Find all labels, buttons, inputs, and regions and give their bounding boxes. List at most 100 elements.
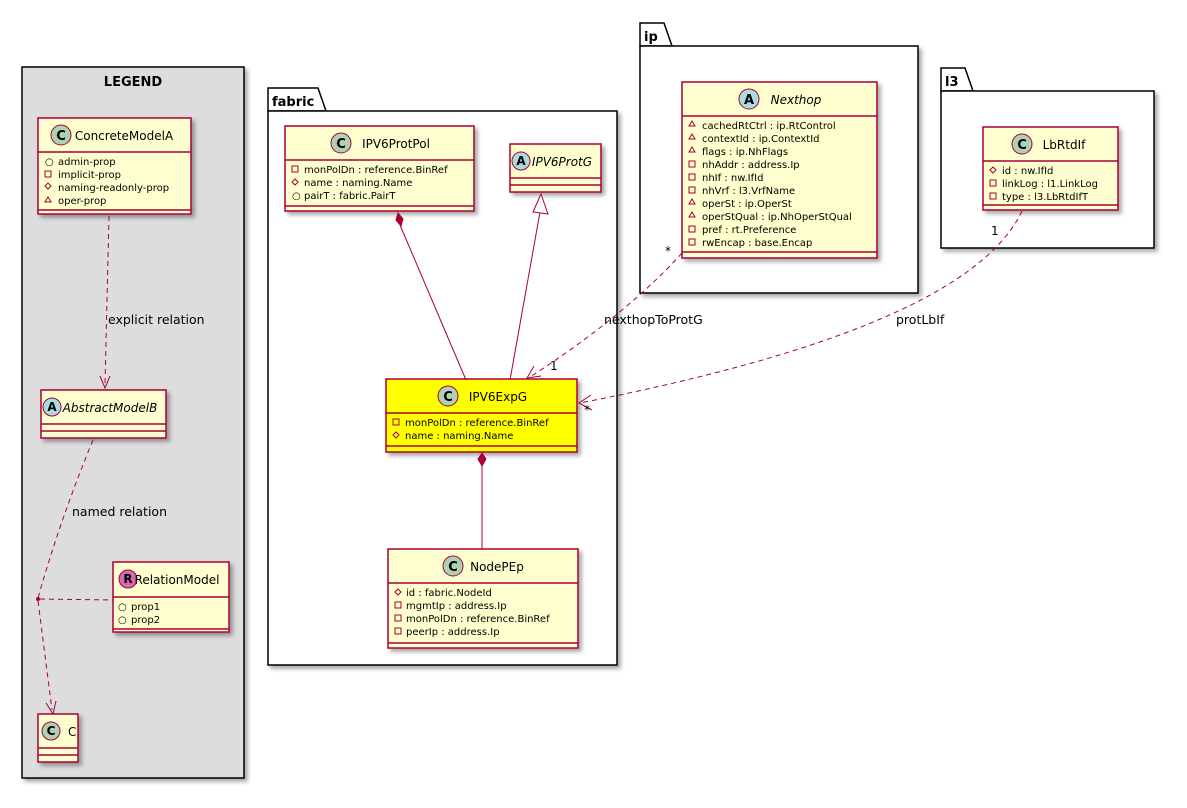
svg-text:C: C [1017, 138, 1027, 153]
svg-text:A: A [47, 400, 57, 414]
class-nodepep[interactable]: C NodePEp id : fabric.NodeId mgmtIp : ad… [387, 548, 579, 649]
class-name: Nexthop [771, 93, 822, 107]
attr: admin-prop [58, 157, 116, 168]
class-a-icon [738, 88, 760, 110]
named-relation-label: named relation [72, 504, 167, 519]
nexthoptoprotg-label: nexthopToProtG [604, 312, 703, 327]
class-lbrtdif[interactable]: C LbRtdIf id : nw.IfId linkLog : l1.Link… [982, 126, 1119, 211]
attr: name : naming.Name [304, 178, 412, 189]
svg-text:C: C [336, 137, 346, 152]
class-c-icon [330, 132, 352, 154]
class-name: ConcreteModelA [75, 129, 174, 143]
svg-text:C: C [443, 390, 453, 405]
private-icon [291, 165, 299, 173]
attr: cachedRtCtrl : ip.RtControl [702, 121, 836, 132]
class-name: RelationModel [135, 573, 220, 587]
class-name: LbRtdIf [1043, 138, 1087, 152]
svg-text:A: A [516, 154, 526, 168]
private-icon [394, 614, 402, 622]
attr: name : naming.Name [405, 431, 513, 442]
private-icon [688, 238, 696, 246]
svg-text:C: C [47, 724, 56, 738]
attr: id : nw.IfId [1002, 166, 1053, 177]
fabric-title: fabric [272, 95, 314, 110]
protected-icon [989, 166, 997, 174]
class-name: AbstractModelB [62, 401, 158, 415]
explicit-relation-edge: explicit relation [99, 215, 205, 390]
package-icon [688, 120, 696, 127]
attr: pref : rt.Preference [702, 225, 796, 236]
class-a-icon [42, 397, 62, 417]
class-ipv6protpol[interactable]: C IPV6ProtPol monPolDn : reference.BinRe… [284, 125, 475, 212]
attr: mgmtIp : address.Ip [406, 601, 507, 612]
attr: operSt : ip.OperSt [702, 199, 792, 210]
protlbif-edge: protLbIf 1 * [578, 210, 1023, 417]
svg-text:C: C [448, 560, 458, 575]
multiplicity: * [665, 244, 671, 258]
legend-title: LEGEND [104, 75, 163, 90]
protected-icon [392, 431, 400, 439]
private-icon [688, 186, 696, 194]
private-icon [688, 225, 696, 233]
attr: nhIf : nw.IfId [702, 173, 763, 184]
private-icon [688, 173, 696, 181]
attr: prop2 [131, 615, 160, 626]
attr: id : fabric.NodeId [406, 588, 492, 599]
svg-text:○: ○ [292, 191, 301, 202]
protected-icon [44, 182, 52, 190]
attr: nhVrf : l3.VrfName [702, 186, 795, 197]
class-relationmodel[interactable]: R RelationModel ○ prop1 ○ prop2 [112, 561, 230, 633]
private-icon [688, 160, 696, 168]
svg-text:A: A [744, 93, 754, 108]
class-c-icon [41, 721, 61, 741]
svg-text:○: ○ [45, 157, 54, 168]
class-name: IPV6ProtG [532, 155, 592, 169]
private-icon [394, 601, 402, 609]
private-icon [989, 192, 997, 200]
attr: implicit-prop [58, 170, 121, 181]
inheritance-edge [509, 192, 549, 381]
svg-text:C: C [56, 129, 66, 144]
protlbif-label: protLbIf [896, 312, 945, 327]
class-nexthop[interactable]: A Nexthop cachedRtCtrl : ip.RtControl co… [681, 81, 878, 259]
class-abstractmodelb[interactable]: A AbstractModelB [40, 389, 167, 439]
explicit-relation-label: explicit relation [108, 312, 205, 327]
class-a-icon [511, 151, 531, 171]
attr: monPolDn : reference.BinRef [405, 418, 549, 429]
class-c-icon [50, 124, 72, 146]
private-icon [44, 170, 52, 178]
private-icon [989, 179, 997, 187]
attr: naming-readonly-prop [58, 183, 169, 194]
class-c[interactable]: C C [37, 713, 79, 763]
attr: peerIp : address.Ip [406, 627, 500, 638]
class-name: IPV6ExpG [469, 390, 527, 404]
attr: linkLog : l1.LinkLog [1002, 179, 1098, 190]
protected-icon [394, 588, 402, 596]
package-icon [688, 198, 696, 205]
attr: type : l3.LbRtdIfT [1002, 192, 1089, 203]
attr: oper-prop [58, 196, 106, 207]
nexthoptoprotg-edge: nexthopToProtG * 1 [526, 244, 703, 379]
class-concretemodela[interactable]: C ConcreteModelA ○ admin-prop implicit-p… [37, 117, 192, 215]
composition-edge-nodepep [477, 452, 487, 549]
attr: monPolDn : reference.BinRef [406, 614, 550, 625]
attr: prop1 [131, 602, 160, 613]
class-name: C [68, 725, 76, 739]
package-icon [688, 146, 696, 153]
attr: contextId : ip.ContextId [702, 134, 820, 145]
class-c-icon [442, 555, 464, 577]
class-ipv6expg[interactable]: C IPV6ExpG monPolDn : reference.BinRef n… [385, 378, 578, 453]
svg-text:○: ○ [118, 615, 127, 626]
private-icon [392, 418, 400, 426]
multiplicity: * [584, 403, 590, 417]
attr: flags : ip.NhFlags [702, 147, 788, 158]
svg-text:○: ○ [118, 602, 127, 613]
svg-text:R: R [123, 572, 132, 586]
class-name: IPV6ProtPol [362, 137, 430, 151]
class-ipv6protg[interactable]: A IPV6ProtG [509, 143, 602, 193]
package-icon [688, 211, 696, 218]
attr: monPolDn : reference.BinRef [304, 165, 448, 176]
class-name: NodePEp [470, 560, 524, 574]
multiplicity: 1 [991, 224, 999, 238]
